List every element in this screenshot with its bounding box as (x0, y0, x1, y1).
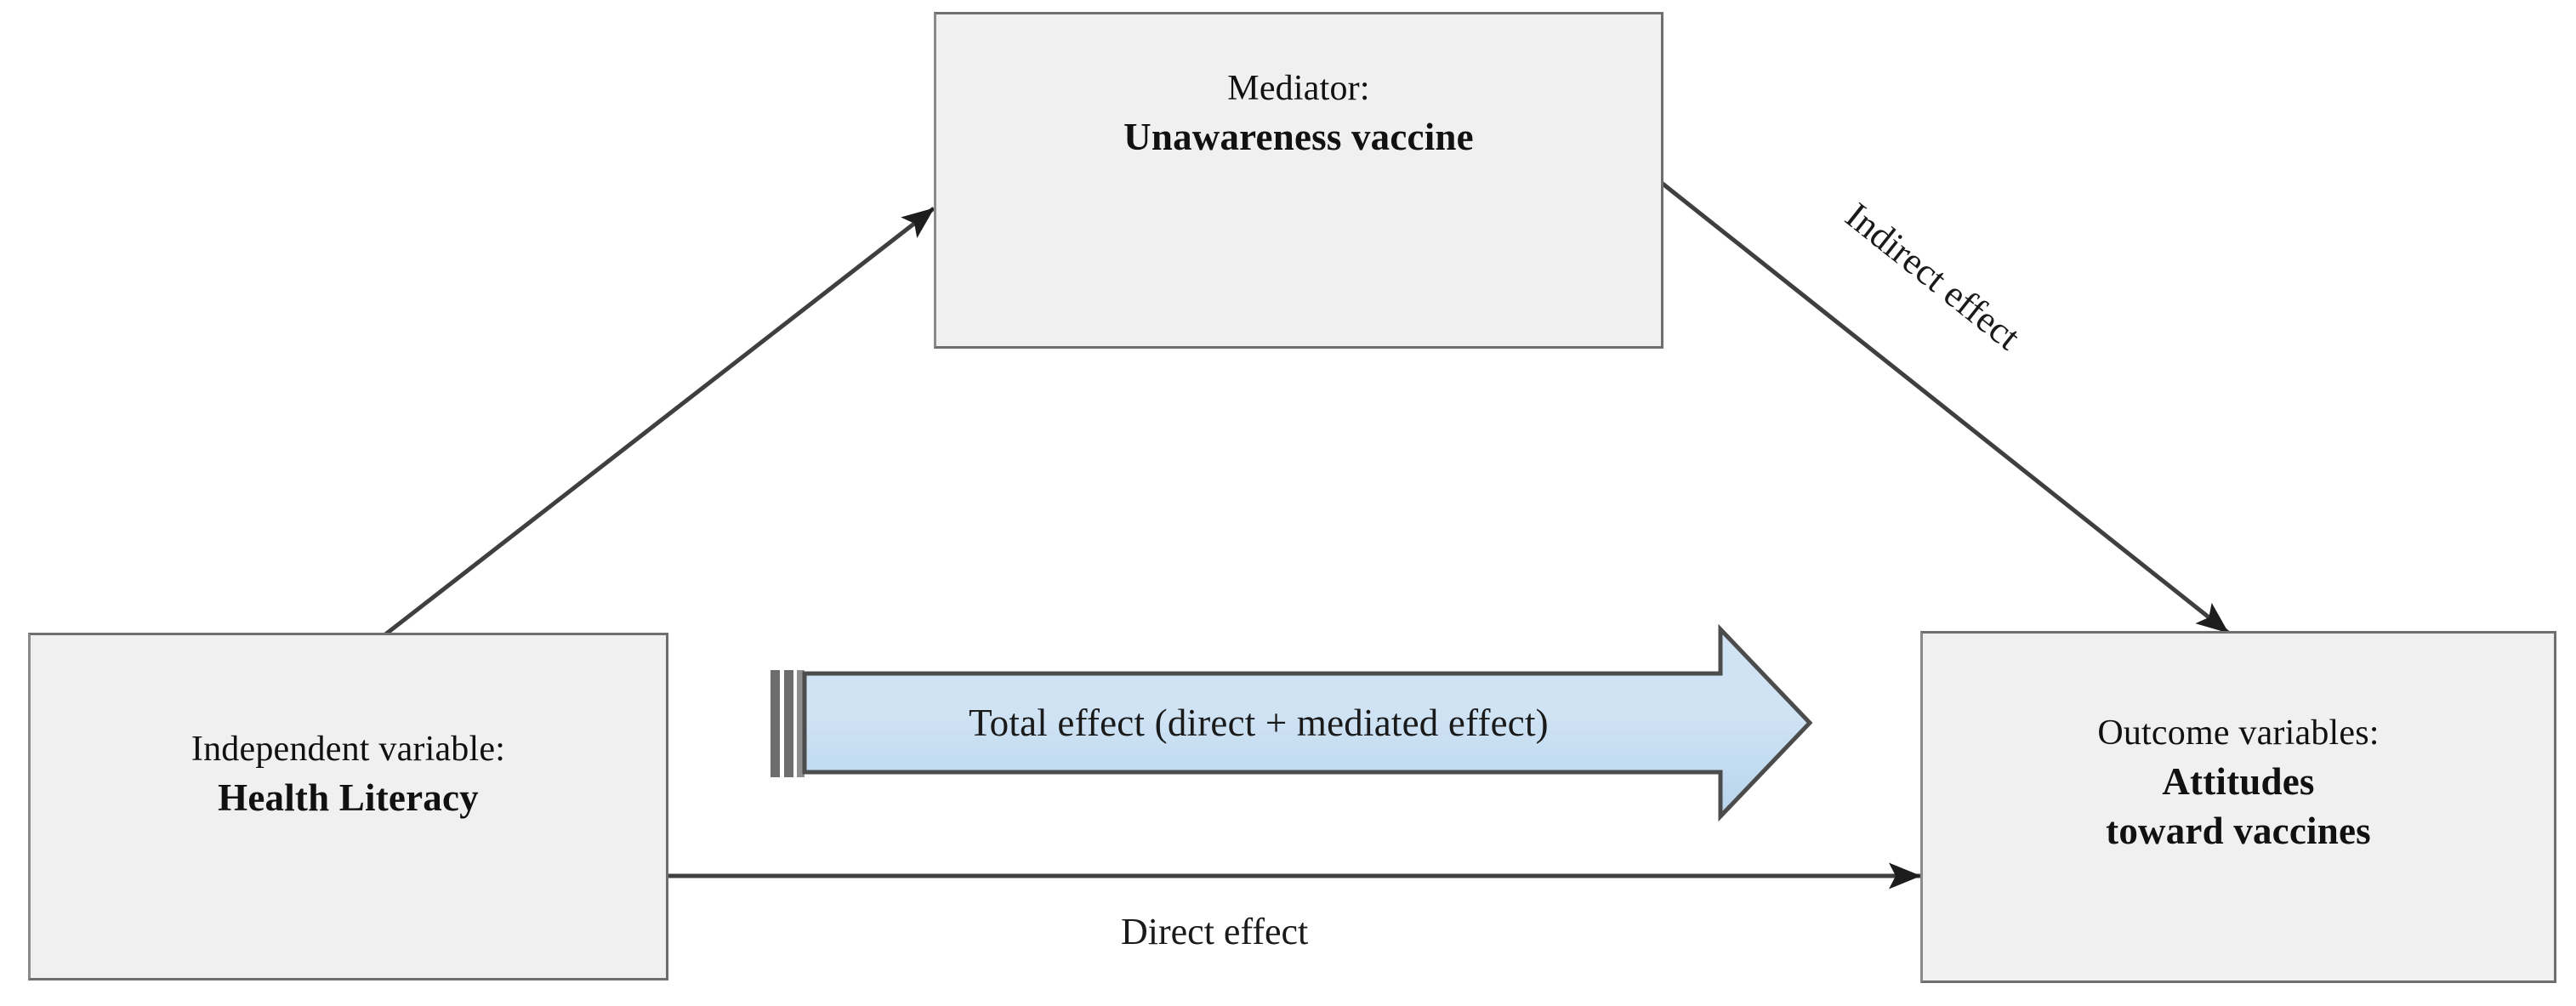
node-independent-role: Independent variable: (190, 729, 506, 769)
node-mediator-text: Mediator: Unawareness vaccine (1123, 65, 1474, 162)
node-outcome-variables[interactable]: Outcome variables: Attitudes toward vacc… (1920, 631, 2556, 983)
node-mediator-name: Unawareness vaccine (1123, 116, 1474, 159)
node-independent-variable[interactable]: Independent variable: Health Literacy (28, 633, 668, 980)
node-mediator-role: Mediator: (1227, 69, 1370, 109)
node-independent-name: Health Literacy (218, 776, 479, 819)
node-outcome-name-line-1: Attitudes (2162, 759, 2315, 803)
direct-effect-label: Direct effect (1121, 911, 1309, 952)
node-outcome-name-line-2: toward vaccines (2106, 810, 2371, 853)
edge-independent-to-mediator (349, 207, 935, 663)
node-outcome-text: Outcome variables: Attitudes toward vacc… (2097, 710, 2379, 856)
block-arrow-shape (771, 623, 1813, 822)
edge-mediator-to-outcome (1657, 179, 2230, 634)
total-effect-block-arrow: Total effect (direct + mediated effect) (765, 617, 1820, 828)
node-mediator[interactable]: Mediator: Unawareness vaccine (934, 12, 1663, 349)
node-outcome-role: Outcome variables: (2097, 713, 2380, 753)
node-independent-text: Independent variable: Health Literacy (191, 726, 505, 822)
